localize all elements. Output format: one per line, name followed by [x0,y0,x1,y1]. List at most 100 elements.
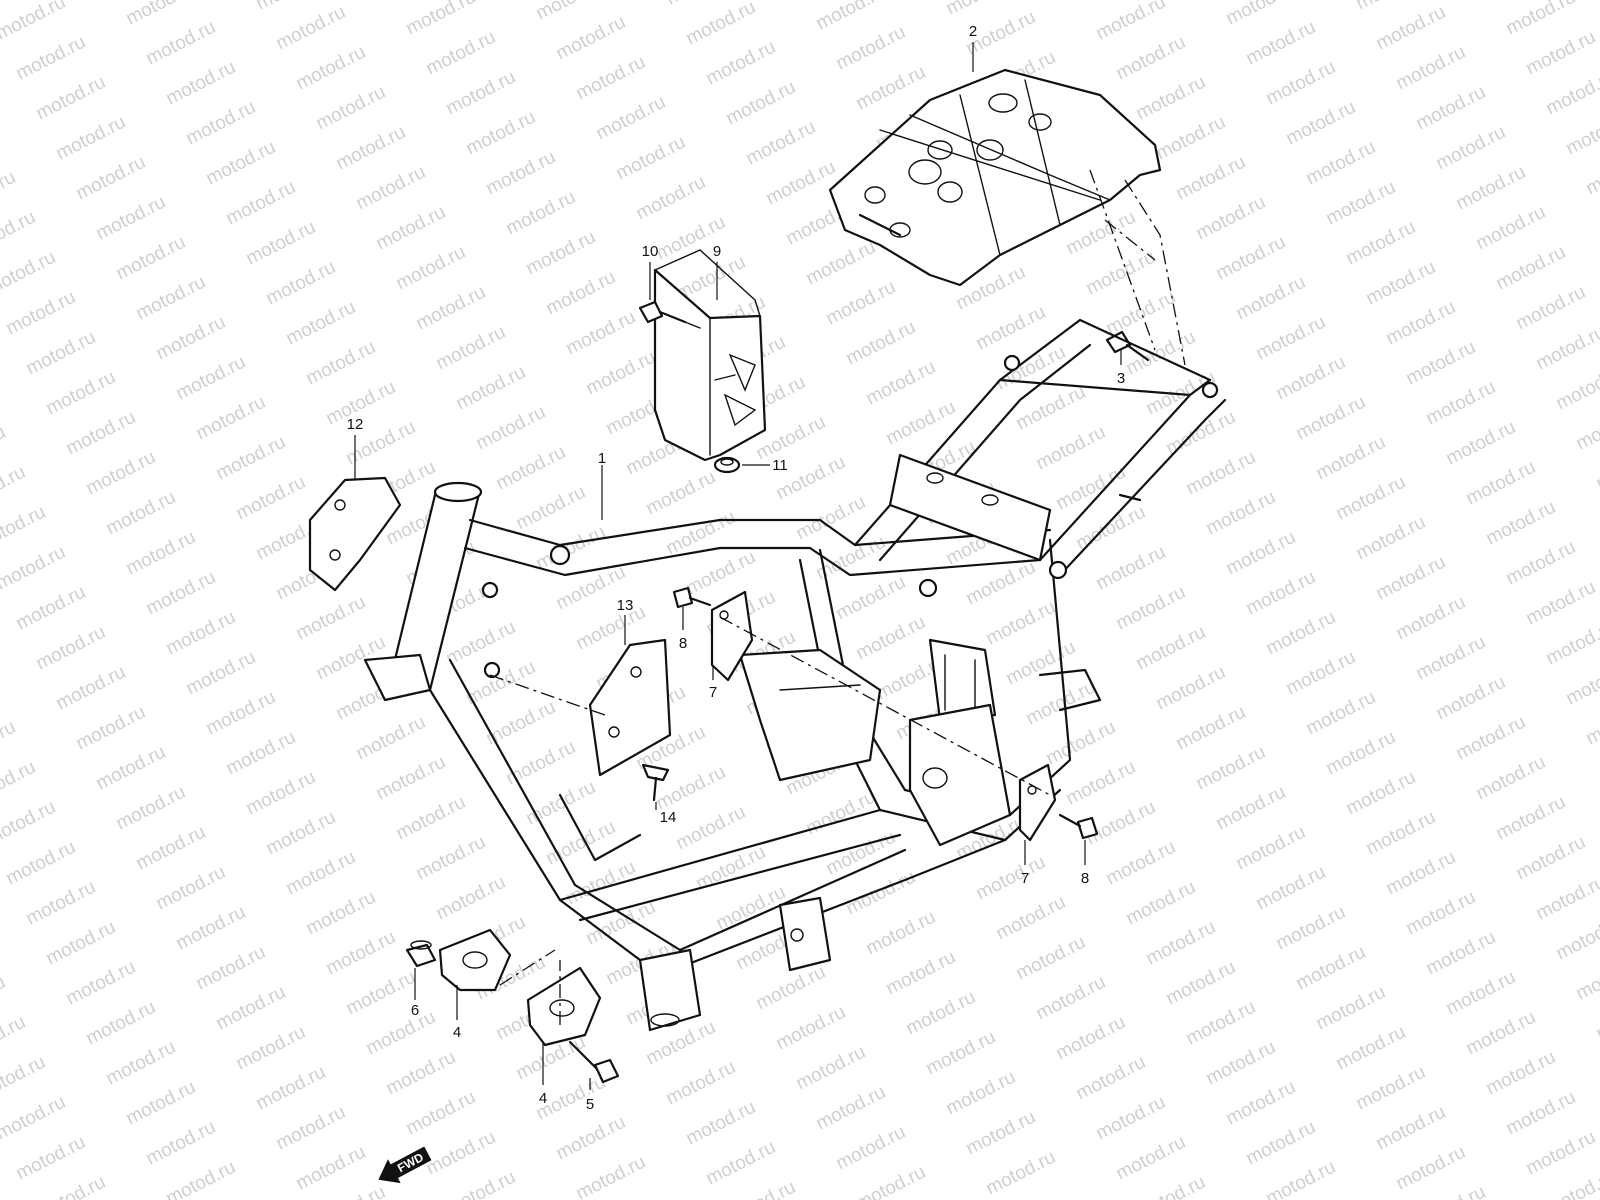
watermark-text: motod.ru [1333,1022,1409,1075]
watermark-text: motod.ru [183,97,259,150]
watermark-text: motod.ru [633,172,709,225]
watermark-text: motod.ru [473,402,549,455]
watermark-text: motod.ru [303,337,379,390]
watermark-text: motod.ru [343,967,419,1020]
callout-8a: 8 [679,635,687,652]
watermark-text: motod.ru [1423,377,1499,430]
watermark-text: motod.ru [1283,97,1359,150]
watermark-text: motod.ru [1423,927,1499,980]
watermark-text: motod.ru [1223,527,1299,580]
watermark-text: motod.ru [1263,607,1339,660]
callout-10: 10 [642,243,659,260]
watermark-text: motod.ru [1283,647,1359,700]
watermark-text: motod.ru [583,897,659,950]
bolt-8-lower [1058,813,1099,840]
rear-fender [828,68,1162,287]
bolt-8-upper [672,586,712,609]
watermark-text: motod.ru [0,167,19,220]
callout-4b: 4 [539,1090,547,1107]
watermark-text: motod.ru [443,617,519,670]
watermark-text: motod.ru [1273,352,1349,405]
watermark-text: motod.ru [1333,472,1409,525]
callout-8b: 8 [1081,870,1089,887]
watermark-text: motod.ru [1253,862,1329,915]
watermark-text: motod.ru [573,52,649,105]
watermark-text: motod.ru [0,422,9,475]
callout-13: 13 [617,597,634,614]
watermark-text: motod.ru [833,22,909,75]
watermark-text: motod.ru [1563,107,1600,160]
watermark-text: motod.ru [593,92,669,145]
watermark-text: motod.ru [203,137,279,190]
watermark-text: motod.ru [363,1007,439,1060]
watermark-text: motod.ru [1383,297,1459,350]
watermark-text: motod.ru [1073,1052,1149,1105]
watermark-text: motod.ru [213,432,289,485]
watermark-text: motod.ru [373,752,449,805]
watermark-text: motod.ru [263,807,339,860]
watermark-text: motod.ru [1323,177,1399,230]
watermark-text: motod.ru [443,1167,519,1200]
watermark-text: motod.ru [793,1042,869,1095]
watermark-text: motod.ru [1313,432,1389,485]
watermark-text: motod.ru [33,622,109,675]
watermark-text: motod.ru [0,757,39,810]
watermark-text: motod.ru [553,12,629,65]
watermark-text: motod.ru [0,972,9,1025]
watermark-text: motod.ru [1403,887,1479,940]
watermark-text: motod.ru [813,1082,889,1135]
watermark-text: motod.ru [1483,497,1559,550]
watermark-text: motod.ru [853,612,929,665]
watermark-text: motod.ru [353,712,429,765]
watermark-text: motod.ru [183,647,259,700]
watermark-text: motod.ru [523,227,599,280]
watermark-text: motod.ru [943,1067,1019,1120]
bolt-14 [641,763,670,802]
watermark-text: motod.ru [213,982,289,1035]
watermark-text: motod.ru [303,887,379,940]
watermark-text: motod.ru [533,522,609,575]
watermark-text: motod.ru [123,1077,199,1130]
watermark-text: motod.ru [173,352,249,405]
watermark-text: motod.ru [1243,567,1319,620]
watermark-text: motod.ru [1223,0,1299,29]
watermark-text: motod.ru [1093,0,1169,44]
callout-9: 9 [713,243,721,260]
watermark-text: motod.ru [1373,552,1449,605]
watermark-text: motod.ru [1113,32,1189,85]
watermark-text: motod.ru [723,1177,799,1200]
watermark-text: motod.ru [1353,1062,1429,1115]
watermark-text: motod.ru [1313,982,1389,1035]
watermark-text: motod.ru [0,1052,49,1105]
watermark-text: motod.ru [0,207,39,260]
watermark-text: motod.ru [23,877,99,930]
watermark-text: motod.ru [963,1107,1039,1160]
watermark-text: motod.ru [1323,727,1399,780]
watermark-text: motod.ru [1113,582,1189,635]
watermark-text: motod.ru [423,27,499,80]
watermark-text: motod.ru [233,1022,309,1075]
watermark-text: motod.ru [163,1157,239,1200]
watermark-text: motod.ru [503,737,579,790]
watermark-text: motod.ru [0,247,59,300]
watermark-text: motod.ru [1133,72,1209,125]
watermark-text: motod.ru [153,312,229,365]
watermark-text: motod.ru [1593,442,1600,495]
watermark-text: motod.ru [683,547,759,600]
bracket-12 [308,476,402,592]
callouts: 1 2 3 4 4 5 6 7 7 8 8 9 10 11 12 13 14 [347,23,1126,1113]
watermark-text: motod.ru [333,122,409,175]
watermark-text: motod.ru [293,42,369,95]
watermark-text: motod.ru [903,987,979,1040]
watermark-text: motod.ru [743,117,819,170]
watermark-text: motod.ru [1253,312,1329,365]
watermark-text: motod.ru [863,357,939,410]
watermark-text: motod.ru [1503,1087,1579,1140]
callout-3: 3 [1117,370,1125,387]
watermark-text: motod.ru [83,997,159,1050]
watermark-text: motod.ru [1093,542,1169,595]
watermark-text: motod.ru [233,472,309,525]
watermark-text: motod.ru [273,2,349,55]
watermark-text: motod.ru [683,0,759,49]
